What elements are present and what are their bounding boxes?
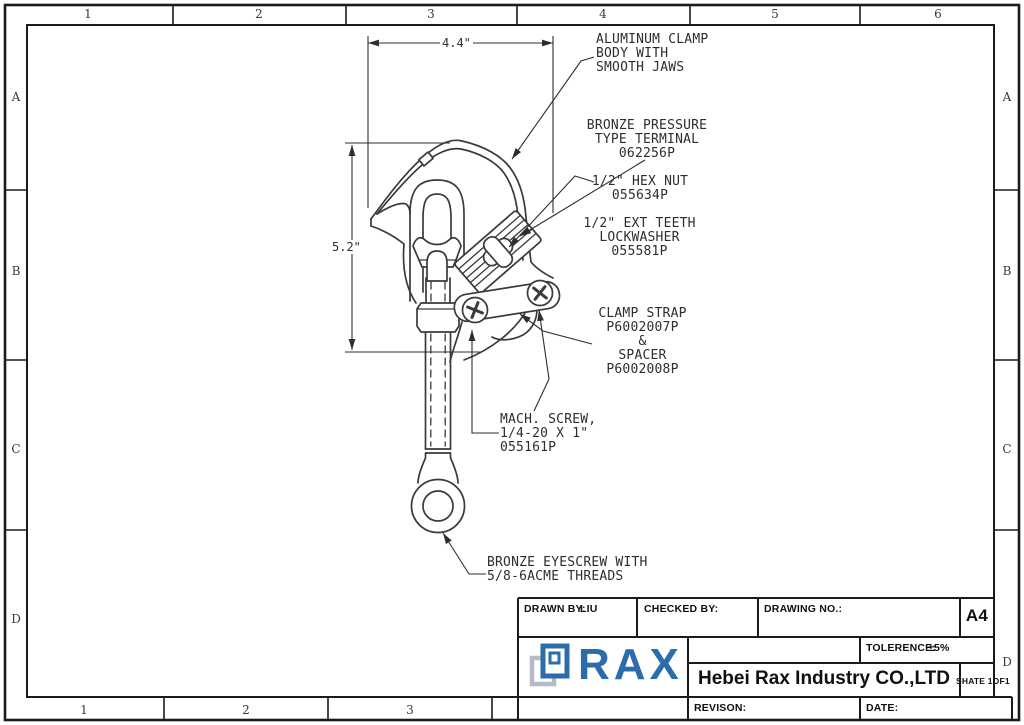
sheet-border (3, 3, 1021, 722)
dimension-width: 4.4" (440, 36, 473, 50)
callout-clamp-body: ALUMINUM CLAMP BODY WITH SMOOTH JAWS (596, 32, 709, 75)
callout-clamp-strap: CLAMP STRAP P6002007P & SPACER P6002008P (598, 306, 687, 377)
zone-col-bottom-2: 2 (242, 703, 250, 717)
eye-ring (410, 452, 466, 534)
callout-terminal: BRONZE PRESSURE TYPE TERMINAL 062256P (586, 118, 708, 161)
zone-row-a-left: A (11, 90, 21, 104)
company-name: Hebei Rax Industry CO.,LTD (698, 668, 950, 689)
zone-col-bottom-1: 1 (80, 703, 88, 717)
revision-label: REVISON: (694, 702, 747, 714)
sheet-size: A4 (965, 606, 989, 625)
callout-mach-screw: MACH. SCREW, 1/4-20 X 1" 055161P (500, 412, 597, 455)
title-block-grid (517, 597, 1013, 720)
callout-eyescrew: BRONZE EYESCREW WITH 5/8-6ACME THREADS (487, 555, 648, 584)
zone-col-2: 2 (255, 7, 263, 21)
zone-col-6: 6 (934, 7, 942, 21)
callout-hex-nut: 1/2" HEX NUT 055634P (591, 174, 689, 203)
drawing-no-label: DRAWING NO.: (764, 603, 843, 615)
pressure-terminal (454, 210, 542, 294)
zone-row-d-right: D (1002, 655, 1012, 669)
leader-lines (442, 56, 646, 575)
dimension-height: 5.2" (330, 240, 363, 254)
drawn-by-label: DRAWN BY: (524, 603, 586, 615)
zone-row-b-right: B (1002, 264, 1012, 278)
drawn-by-value: LIU (580, 603, 598, 615)
tolerance-value: ±5% (928, 642, 950, 654)
rax-logo-text: RAX (578, 640, 683, 689)
zone-row-c-right: C (1002, 442, 1012, 456)
zone-col-bottom-3: 3 (406, 703, 414, 717)
hook-body (370, 139, 554, 304)
dimension-lines (345, 36, 554, 353)
zone-row-d-left: D (11, 612, 21, 626)
rax-logo-icon (529, 643, 570, 687)
swivel-collar (416, 302, 460, 333)
sheet-label: SHATE 1OF1 (956, 676, 1010, 686)
checked-by-label: CHECKED BY: (644, 603, 719, 615)
callout-lockwasher: 1/2" EXT TEETH LOCKWASHER 055581P (583, 216, 696, 259)
date-label: DATE: (866, 702, 899, 714)
zone-col-4: 4 (599, 7, 607, 21)
machine-screws (461, 279, 554, 324)
zone-col-3: 3 (427, 7, 435, 21)
tolerance-label: TOLERENCE: (866, 642, 937, 654)
zone-col-5: 5 (771, 7, 779, 21)
zone-col-1: 1 (84, 7, 92, 21)
clamp-drawing (370, 139, 561, 534)
zone-row-c-left: C (11, 442, 21, 456)
swivel-tongue (426, 250, 448, 282)
zone-row-b-left: B (11, 264, 21, 278)
zone-row-a-right: A (1002, 90, 1012, 104)
